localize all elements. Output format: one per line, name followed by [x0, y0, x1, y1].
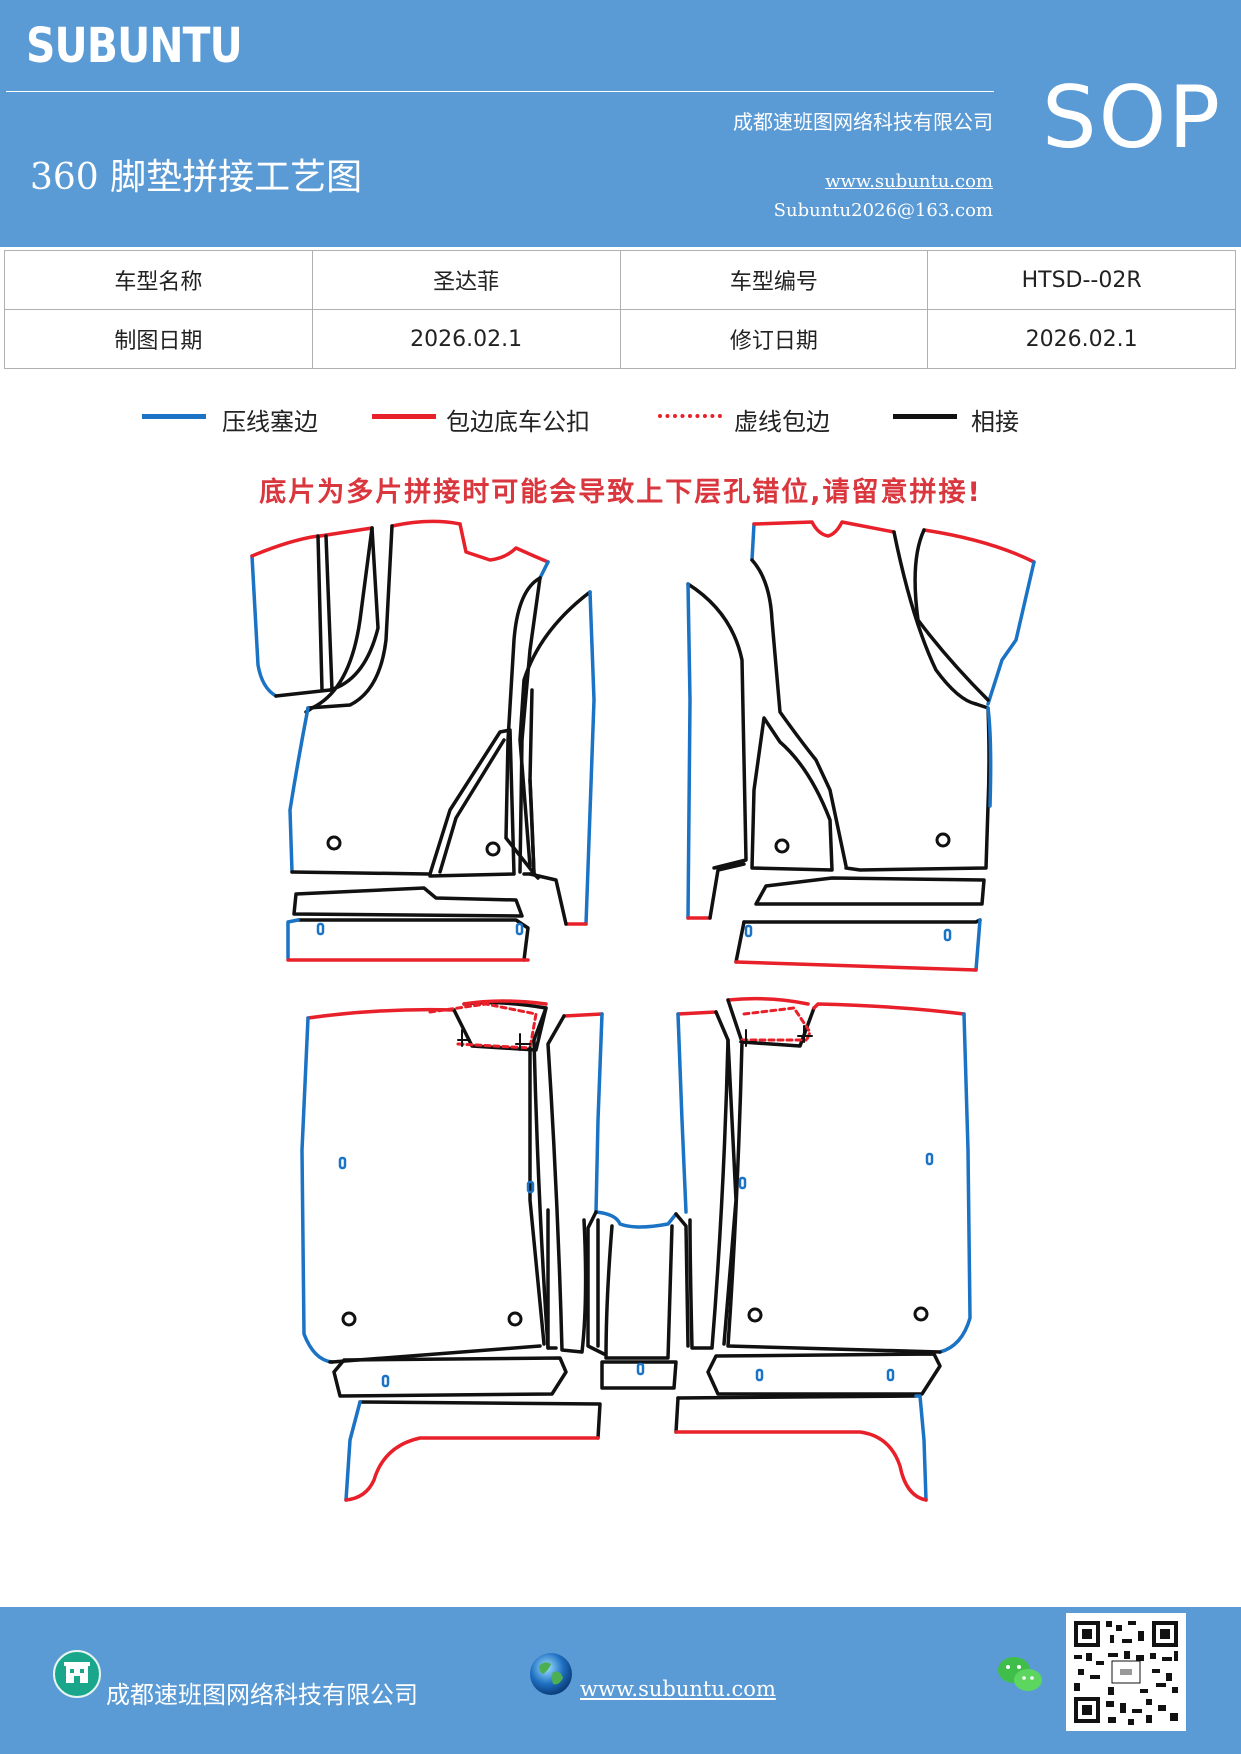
footer-banner: 成都速班图网络科技有限公司 www.subuntu.com: [0, 1607, 1241, 1754]
revise-date-label: 修订日期: [619, 309, 929, 369]
legend-swatch: [893, 414, 957, 419]
company-name: 成都速班图网络科技有限公司: [733, 110, 993, 134]
wechat-icon[interactable]: [997, 1654, 1043, 1696]
table-row: 制图日期 2026.02.1 修订日期 2026.02.1: [4, 309, 1236, 369]
model-code-value: HTSD--02R: [927, 250, 1236, 310]
rear-left-mat: [300, 999, 604, 1502]
model-code-label: 车型编号: [619, 250, 929, 310]
model-name-label: 车型名称: [4, 250, 313, 310]
front-left-mat: [250, 519, 596, 962]
brand-logo: SUBUNTU: [26, 18, 243, 74]
revise-date-value: 2026.02.1: [927, 309, 1236, 369]
draw-date-value: 2026.02.1: [311, 309, 621, 369]
vehicle-info-table: 车型名称 圣达菲 车型编号 HTSD--02R 制图日期 2026.02.1 修…: [4, 250, 1236, 369]
globe-icon: [530, 1653, 572, 1695]
rear-center-mat: [586, 1210, 690, 1390]
website-link[interactable]: www.subuntu.com: [825, 171, 993, 192]
header-divider: [6, 91, 994, 92]
model-name-value: 圣达菲: [311, 250, 621, 310]
legend-swatch: [658, 414, 722, 418]
floor-mat-diagram: [250, 519, 1036, 1502]
legend-swatch: [372, 414, 436, 419]
header-banner: SUBUNTU 成都速班图网络科技有限公司 360 脚垫拼接工艺图 www.su…: [0, 0, 1241, 247]
legend-label: 虚线包边: [734, 408, 830, 436]
legend-label: 相接: [971, 408, 1019, 436]
draw-date-label: 制图日期: [4, 309, 313, 369]
front-right-mat: [686, 520, 1036, 972]
splice-warning: 底片为多片拼接时可能会导致上下层孔错位,请留意拼接!: [259, 477, 982, 508]
table-row: 车型名称 圣达菲 车型编号 HTSD--02R: [4, 250, 1236, 310]
footer-website-link[interactable]: www.subuntu.com: [580, 1677, 776, 1701]
qr-code: [1066, 1613, 1186, 1731]
rear-right-mat: [674, 996, 972, 1502]
qr-code-graphic: [1066, 1613, 1186, 1731]
building-icon: [53, 1650, 101, 1698]
sop-badge: SOP: [1042, 68, 1223, 168]
email-link[interactable]: Subuntu2026@163.com: [773, 200, 993, 221]
legend-label: 压线塞边: [222, 408, 318, 436]
legend-label: 包边底车公扣: [446, 408, 590, 436]
legend-swatch: [142, 414, 206, 419]
page-title: 360 脚垫拼接工艺图: [30, 157, 363, 198]
footer-company: 成都速班图网络科技有限公司: [106, 1681, 418, 1709]
